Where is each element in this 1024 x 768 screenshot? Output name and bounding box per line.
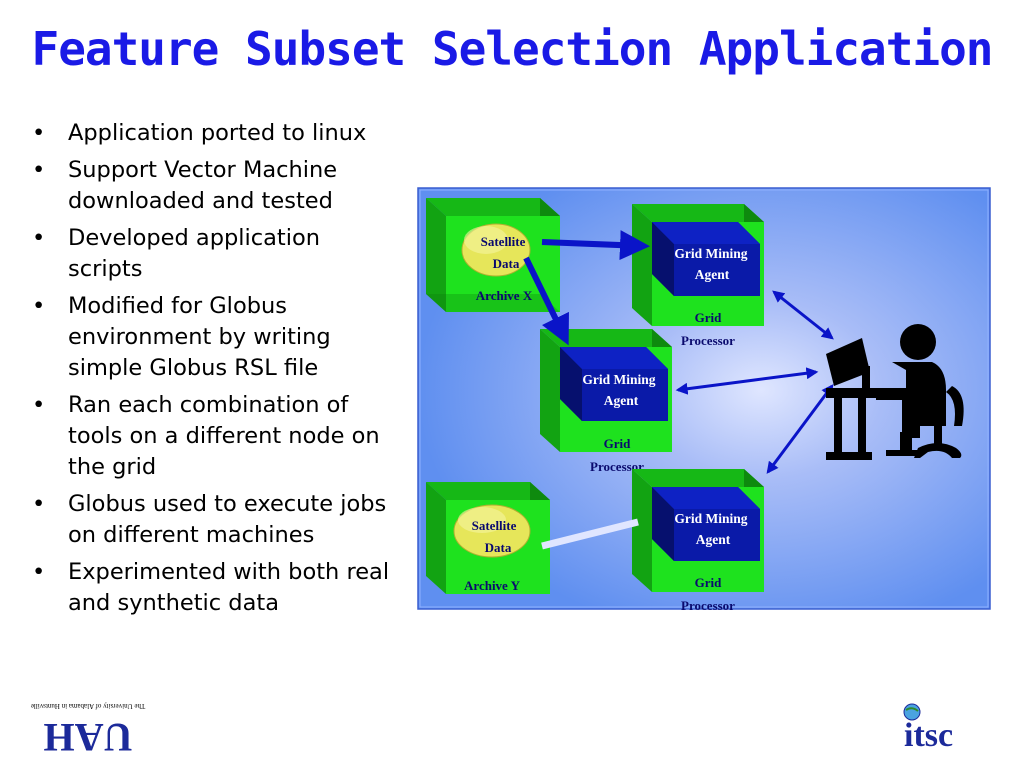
- comm-arrow-processor-3: [766, 384, 834, 474]
- bullet-item: Support Vector Machine downloaded and te…: [30, 155, 400, 217]
- agent-3-label-2: Agent: [696, 532, 731, 547]
- svg-text:UAH: UAH: [44, 715, 133, 760]
- bullet-item: Globus used to execute jobs on different…: [30, 489, 400, 551]
- svg-text:The University of Alabama in H: The University of Alabama in Huntsville: [31, 702, 146, 710]
- processor-1-label-2: Processor: [681, 333, 735, 348]
- agent-1-label: Grid Mining: [674, 246, 747, 261]
- agent-3-label: Grid Mining: [674, 511, 747, 526]
- processor-2-label: Grid: [604, 436, 631, 451]
- agent-2-label: Grid Mining: [582, 372, 655, 387]
- bullet-item: Experimented with both real and syntheti…: [30, 557, 400, 619]
- bullet-list: Application ported to linux Support Vect…: [30, 118, 400, 625]
- processor-1-label: Grid: [695, 310, 722, 325]
- data-arrow-archive-x-to-processor-2: [523, 256, 569, 346]
- processor-3-label: Grid: [695, 575, 722, 590]
- archive-x-label: Archive X: [476, 288, 533, 303]
- grid-mining-agent-1: Grid Mining Agent: [652, 222, 760, 296]
- itsc-logo: itsc: [903, 703, 953, 754]
- archive-y-label: Archive Y: [464, 578, 521, 593]
- grid-mining-agent-3: Grid Mining Agent: [652, 487, 760, 561]
- bullet-item: Ran each combination of tools on a diffe…: [30, 390, 400, 483]
- comm-arrow-processor-1: [772, 290, 834, 340]
- archive-x-data-label: Satellite: [481, 234, 526, 249]
- user-computer-icon: [826, 324, 964, 460]
- agent-1-label-2: Agent: [695, 267, 730, 282]
- archive-y-box: Satellite Data Archive Y: [426, 482, 550, 594]
- bullet-item: Modified for Globus environment by writi…: [30, 291, 400, 384]
- grid-processor-3: Grid Mining Agent Grid Processor: [632, 469, 764, 611]
- grid-processor-2: Grid Mining Agent Grid Processor: [540, 329, 672, 474]
- processor-2-label-2: Processor: [590, 459, 644, 474]
- archive-y-data-label: Satellite: [472, 518, 517, 533]
- bullet-item: Developed application scripts: [30, 223, 400, 285]
- data-arrow-archive-x-to-processor-1: [541, 230, 650, 261]
- agent-2-label-2: Agent: [604, 393, 639, 408]
- data-link-archive-y-to-processor-3: [541, 518, 639, 550]
- archive-x-data-label-2: Data: [493, 256, 520, 271]
- slide-title: Feature Subset Selection Application: [31, 22, 994, 76]
- archive-y-data-label-2: Data: [485, 540, 512, 555]
- grid-processor-1: Grid Mining Agent Grid Processor: [632, 204, 764, 348]
- uah-logo: The University of Alabama in Huntsville …: [31, 702, 146, 760]
- comm-arrow-processor-2: [675, 367, 819, 395]
- archive-x-box: Satellite Data Archive X: [426, 198, 560, 312]
- processor-3-label-2: Processor: [681, 598, 735, 611]
- grid-diagram: Satellite Data Archive X Grid Mining Age…: [417, 187, 991, 611]
- svg-text:itsc: itsc: [904, 717, 953, 754]
- grid-mining-agent-2: Grid Mining Agent: [560, 347, 668, 421]
- bullet-item: Application ported to linux: [30, 118, 400, 149]
